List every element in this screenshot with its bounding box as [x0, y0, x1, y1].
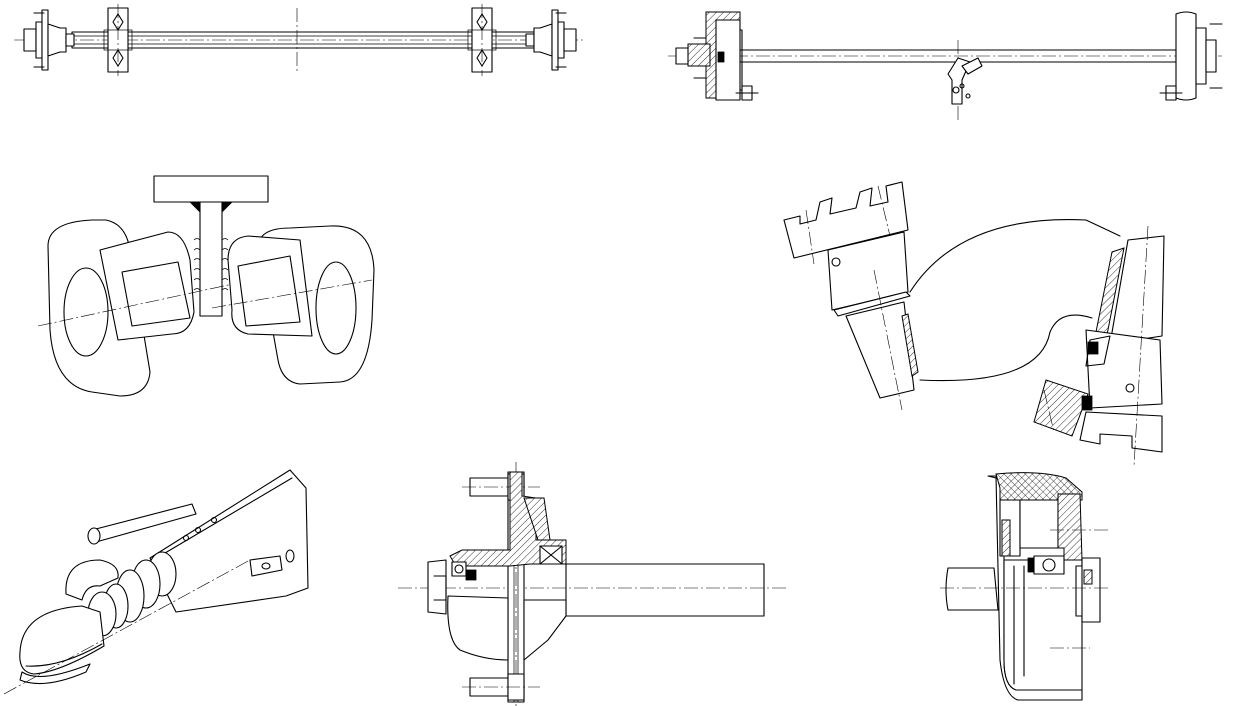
suspension-torsion-arm-isometric — [783, 181, 1165, 467]
coupling-head-isometric — [3, 469, 309, 695]
trailer-axle-unbraked-plan — [14, 4, 585, 76]
unbraked-hub-section — [398, 462, 788, 706]
brake-drum-section — [940, 472, 1110, 701]
axle-clamp-weld-detail — [37, 175, 375, 397]
trailer-axle-braked-plan — [668, 11, 1223, 120]
